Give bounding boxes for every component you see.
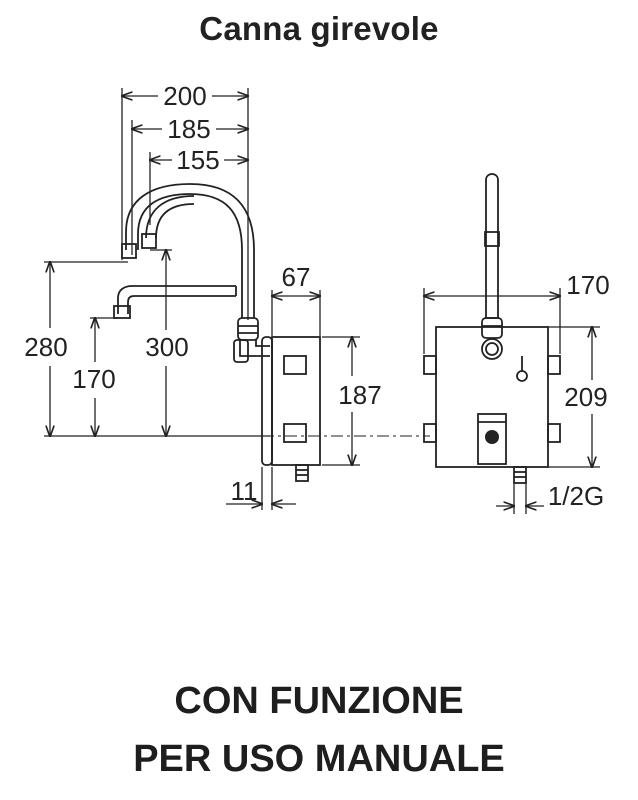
dim-187: 187 (338, 380, 381, 410)
dimension-lines (122, 88, 248, 320)
dim-67: 67 (282, 262, 311, 292)
dim-170-top: 170 (566, 270, 609, 300)
page-title: Canna girevole (199, 10, 439, 47)
dim-155: 155 (176, 145, 219, 175)
dim-170-left: 170 (72, 364, 115, 394)
dim-209: 209 (564, 382, 607, 412)
dim-200: 200 (163, 81, 206, 111)
dim-185: 185 (167, 114, 210, 144)
footer-line-1: CON FUNZIONE (174, 680, 464, 722)
dim-300: 300 (145, 332, 188, 362)
swivel-spout (113, 183, 270, 363)
dim-1-2g: 1/2G (548, 481, 604, 511)
side-body-box (261, 336, 321, 482)
dim-280: 280 (24, 332, 67, 362)
sensor-dot (485, 430, 499, 444)
footer-line-2: PER USO MANUALE (133, 738, 505, 780)
vertical-dimension-lines (44, 250, 270, 436)
dim-11: 11 (231, 476, 258, 506)
